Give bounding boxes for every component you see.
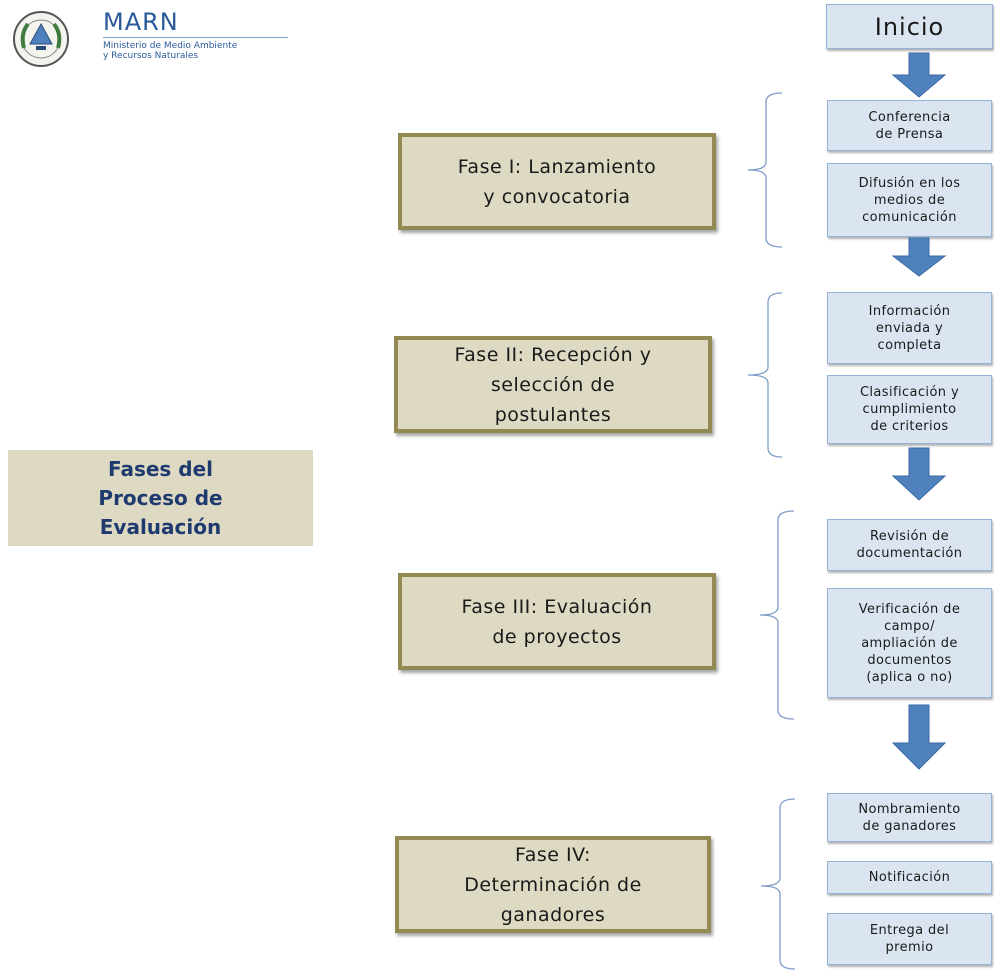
phase-4-bracket — [760, 798, 796, 970]
phase-3-bracket — [759, 510, 795, 720]
phase-1-bracket — [747, 92, 783, 248]
step-classification: Clasificación y cumplimiento de criterio… — [827, 375, 992, 444]
down-arrow-icon — [891, 52, 947, 98]
phase-1-box: Fase I: Lanzamiento y convocatoria — [398, 133, 716, 230]
down-arrow-icon — [891, 704, 947, 770]
step-document-review: Revisión de documentación — [827, 519, 992, 571]
logo-title: MARN — [103, 8, 179, 36]
logo-divider — [103, 37, 288, 38]
logo-subtitle: Ministerio de Medio Ambiente y Recursos … — [103, 41, 238, 61]
step-award-delivery: Entrega del premio — [827, 913, 992, 965]
start-box: Inicio — [826, 4, 993, 49]
step-media-diffusion: Difusión en los medios de comunicación — [827, 163, 992, 237]
step-field-verification: Verificación de campo/ ampliación de doc… — [827, 588, 992, 698]
step-notification: Notificación — [827, 861, 992, 894]
step-press-conference: Conferencia de Prensa — [827, 100, 992, 151]
phase-3-box: Fase III: Evaluación de proyectos — [398, 573, 716, 670]
down-arrow-icon — [891, 237, 947, 277]
phase-2-bracket — [747, 292, 783, 458]
down-arrow-icon — [891, 447, 947, 501]
process-title: Fases del Proceso de Evaluación — [8, 450, 313, 546]
step-info-received: Información enviada y completa — [827, 292, 992, 364]
phase-4-box: Fase IV: Determinación de ganadores — [395, 836, 711, 933]
phase-2-box: Fase II: Recepción y selección de postul… — [394, 336, 712, 433]
step-winners-named: Nombramiento de ganadores — [827, 793, 992, 842]
coat-of-arms-icon — [13, 11, 69, 67]
